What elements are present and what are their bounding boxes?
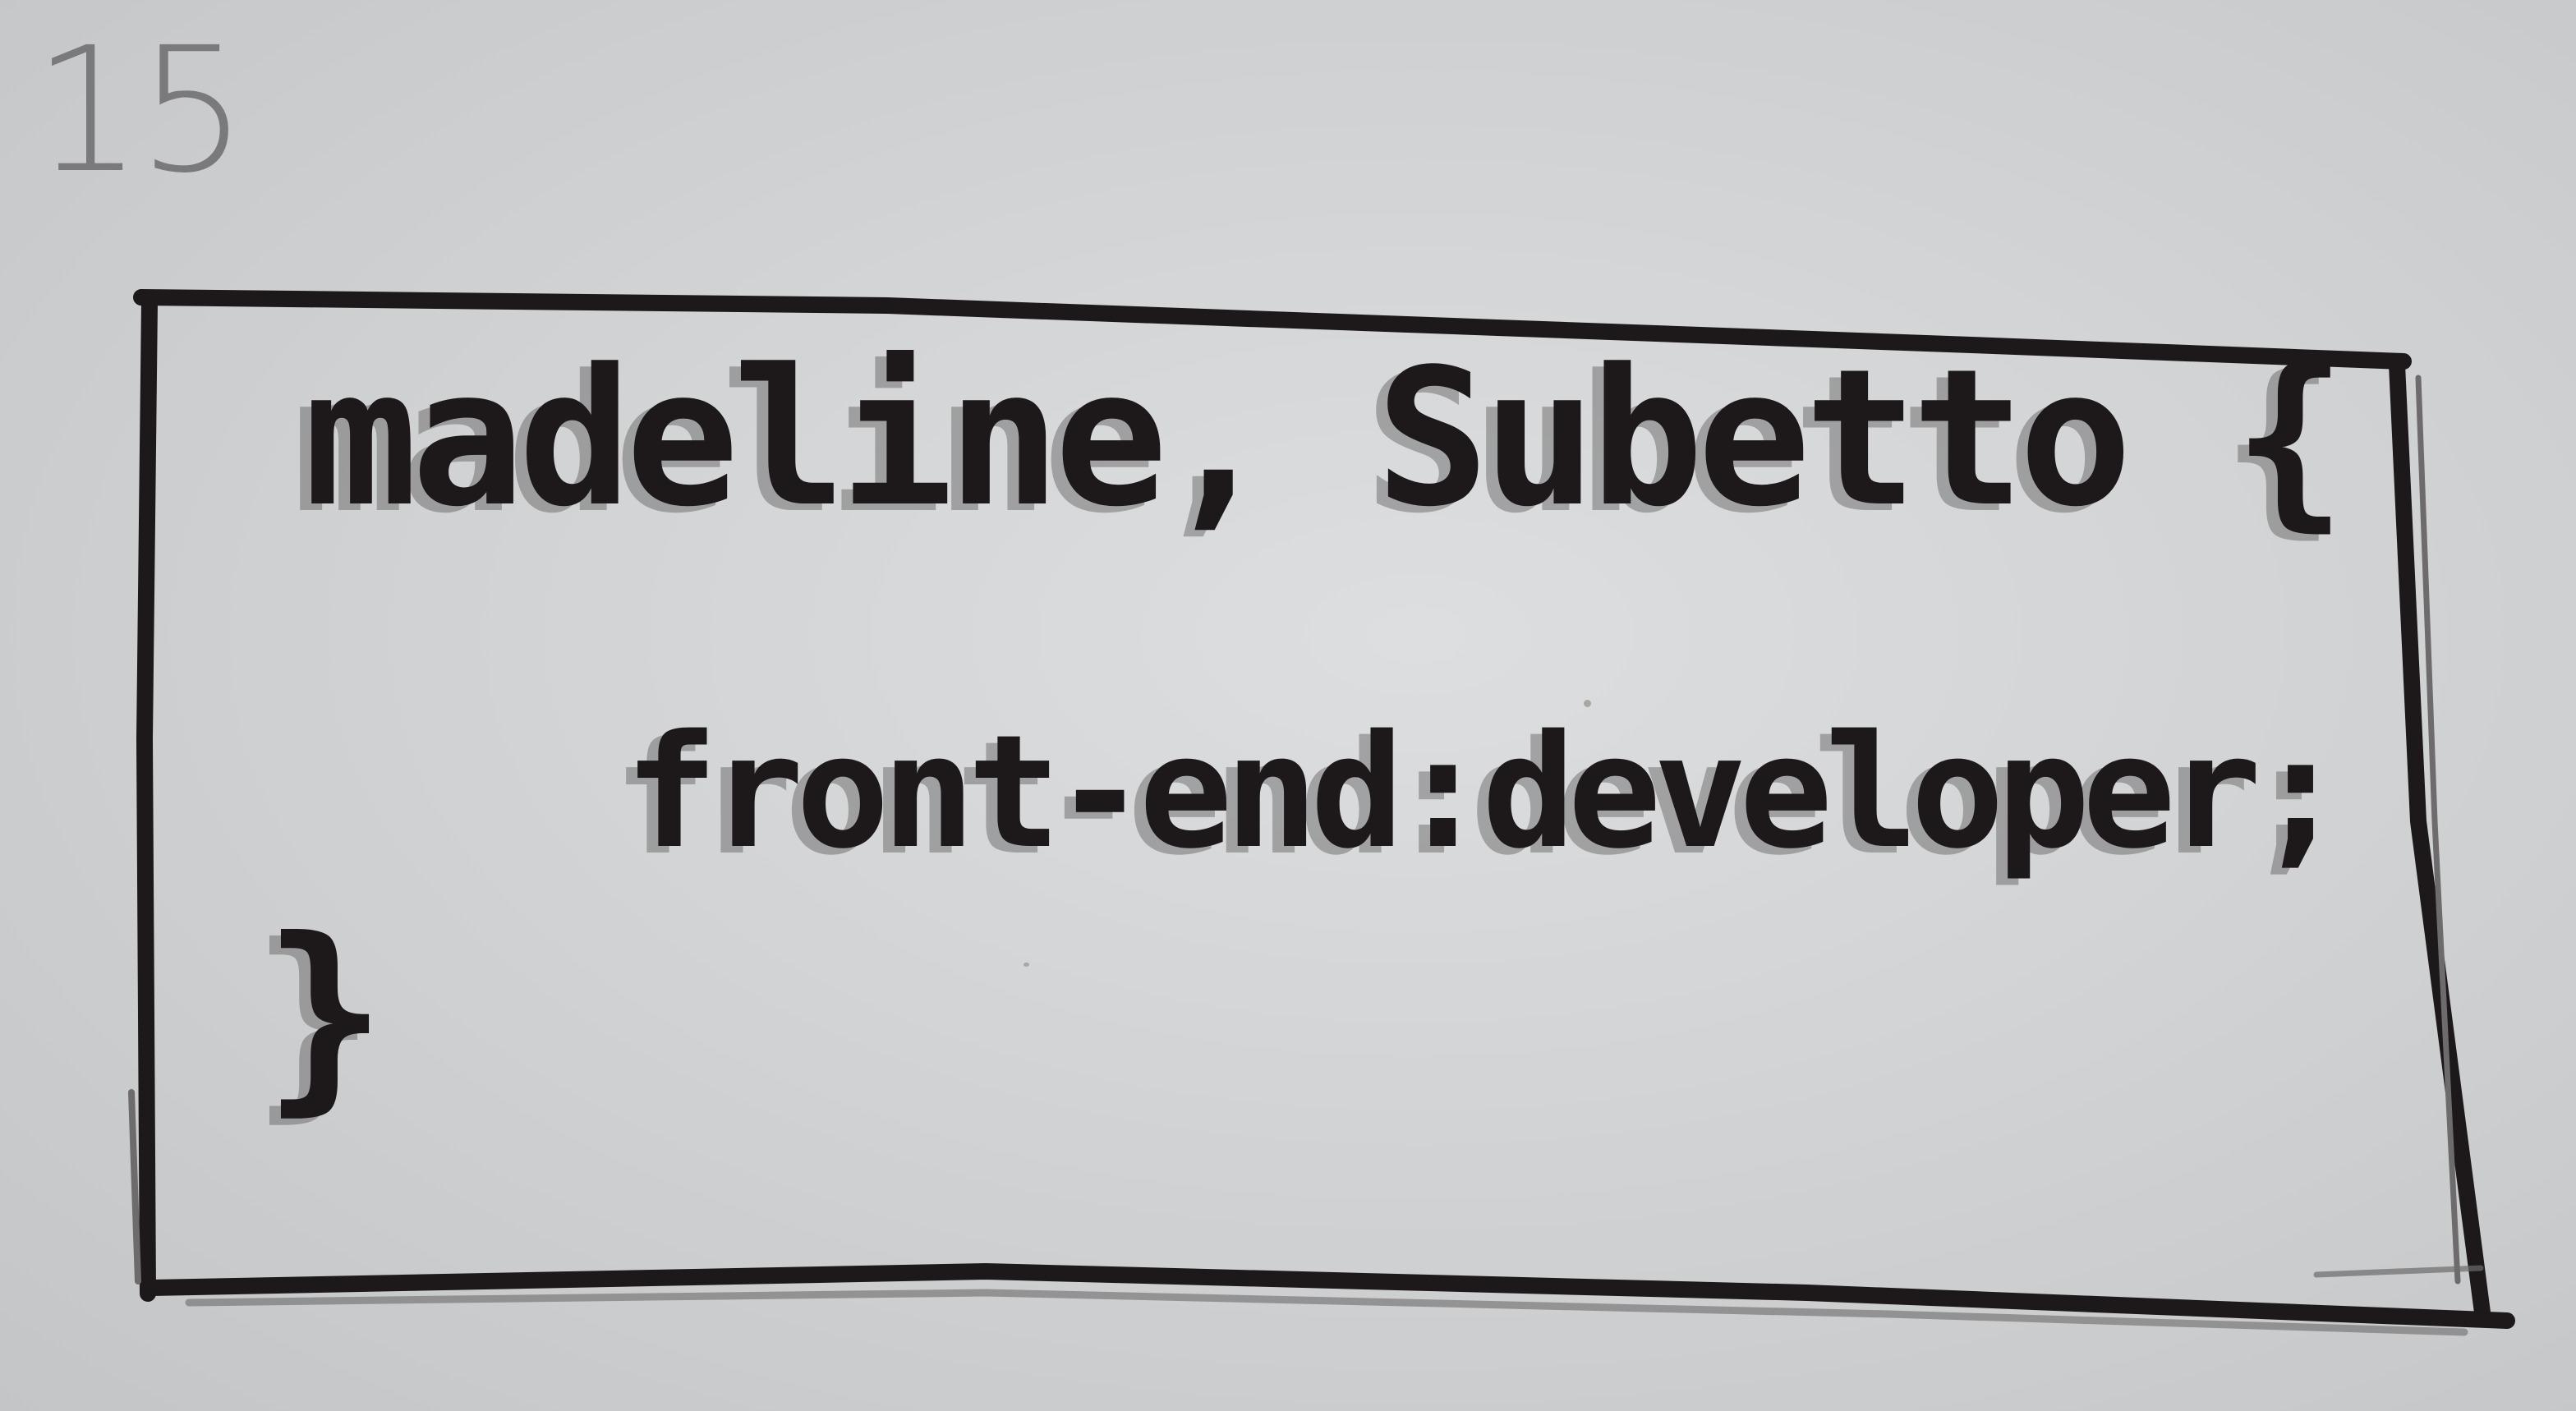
- code-selector-line: madeline, Subetto {: [304, 329, 2347, 549]
- code-declaration-line: front-end:developer;: [624, 701, 2348, 883]
- paper-speck: [1024, 963, 1029, 967]
- paper-speck: [1584, 700, 1591, 707]
- code-closing-brace: }: [263, 894, 387, 1133]
- page-number: 15: [33, 10, 247, 211]
